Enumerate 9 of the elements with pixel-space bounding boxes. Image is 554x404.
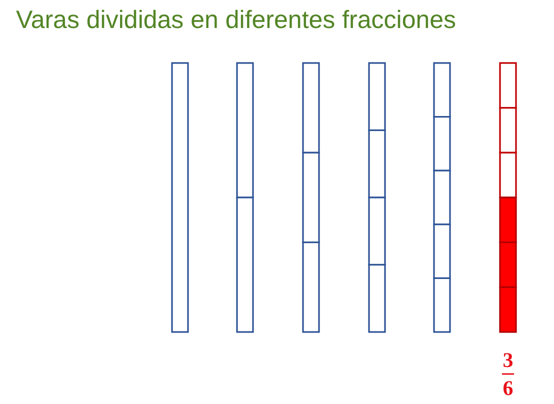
title: Varas divididas en diferentes fracciones [16,6,456,35]
fraction-bar [302,62,320,333]
fraction-bar [433,62,451,333]
fraction-bar [236,62,254,333]
fraction-bar [368,62,386,333]
numerator: 3 [502,349,514,371]
fraction-bar [171,62,189,333]
shaded-fraction-bar [499,62,517,333]
denominator: 6 [502,377,514,399]
